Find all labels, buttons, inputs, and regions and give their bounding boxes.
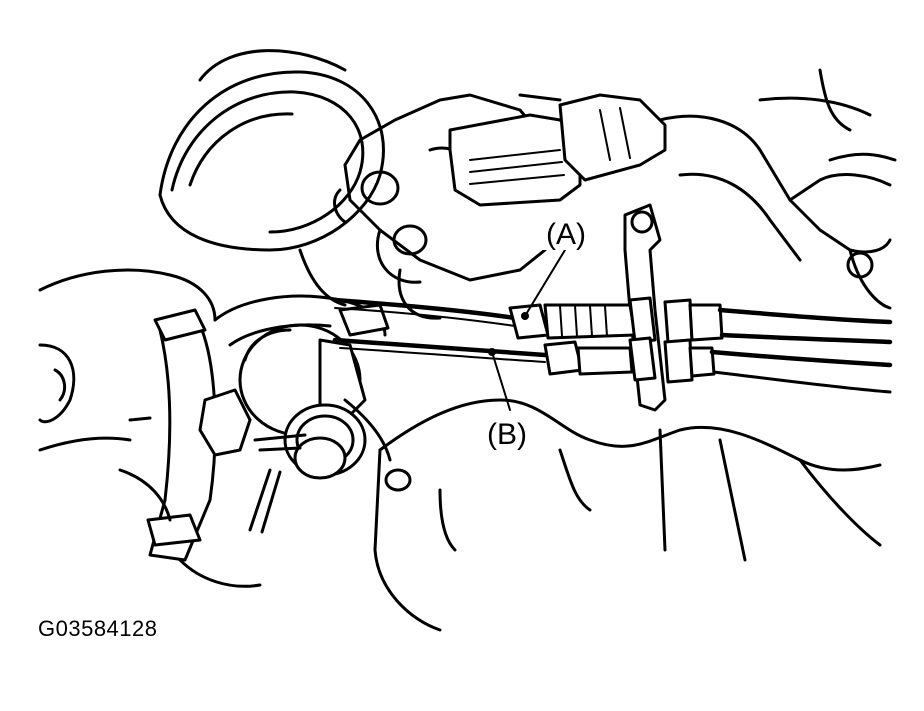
throttle-cam <box>198 294 392 534</box>
throttle-sensor-connector <box>448 93 667 207</box>
figure-code: G03584128 <box>38 616 158 641</box>
leader-line-a <box>524 249 566 317</box>
leader-dot-a <box>521 312 529 320</box>
lower-casting <box>373 398 882 632</box>
intake-duct <box>158 49 385 252</box>
left-hose <box>38 268 262 588</box>
leader-line-b <box>491 351 511 411</box>
callout-b-label: (B) <box>487 418 527 451</box>
callout-a-bg <box>540 216 602 250</box>
intake-manifold <box>658 68 897 310</box>
cable-a <box>332 296 893 345</box>
leader-dot-b <box>488 348 496 356</box>
cable-b <box>332 336 893 394</box>
callout-a-label: (A) <box>546 218 586 251</box>
throttle-body <box>298 93 547 320</box>
